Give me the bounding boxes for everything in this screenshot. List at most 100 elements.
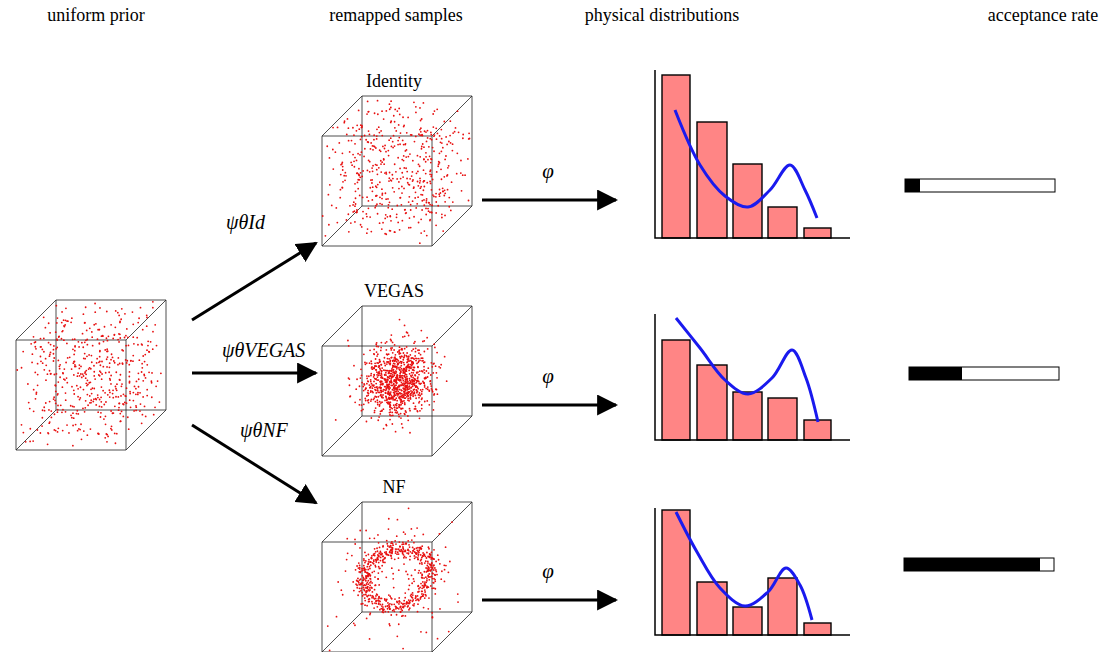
sample-dot bbox=[322, 215, 324, 217]
sample-dot bbox=[412, 160, 414, 162]
sample-dot bbox=[137, 372, 139, 374]
sample-dot bbox=[406, 366, 408, 368]
sample-dot bbox=[460, 160, 462, 162]
sample-dot bbox=[386, 361, 388, 363]
sample-dot bbox=[377, 419, 379, 421]
sample-dot bbox=[425, 161, 427, 163]
sample-dot bbox=[84, 322, 86, 324]
sample-dot bbox=[332, 168, 334, 170]
sample-dot bbox=[99, 399, 101, 401]
sample-dot bbox=[414, 379, 416, 381]
sample-dot bbox=[361, 404, 363, 406]
sample-cube bbox=[322, 306, 472, 456]
sample-dot bbox=[120, 374, 122, 376]
sample-dot bbox=[430, 132, 432, 134]
sample-dot bbox=[112, 397, 114, 399]
sample-dot bbox=[381, 188, 383, 190]
cube-edge bbox=[322, 456, 432, 457]
sample-dot bbox=[433, 150, 435, 152]
sample-dot bbox=[394, 406, 396, 408]
sample-dot bbox=[115, 386, 117, 388]
sample-dot bbox=[393, 404, 395, 406]
sample-dot bbox=[379, 413, 381, 415]
sample-dot bbox=[420, 354, 422, 356]
sample-dot bbox=[468, 200, 470, 202]
sample-dot bbox=[119, 320, 121, 322]
sample-dot bbox=[415, 348, 417, 350]
sample-dot bbox=[358, 404, 360, 406]
sample-dot bbox=[104, 326, 106, 328]
sample-dot bbox=[138, 378, 140, 380]
sample-dot bbox=[347, 127, 349, 129]
sample-dot bbox=[397, 393, 399, 395]
sample-dot bbox=[348, 378, 350, 380]
sample-dot bbox=[47, 373, 49, 375]
sample-dot bbox=[94, 303, 96, 305]
sample-dot bbox=[417, 388, 419, 390]
sample-dot bbox=[107, 350, 109, 352]
sample-dot bbox=[82, 407, 84, 409]
sample-dot bbox=[421, 397, 423, 399]
sample-dot bbox=[390, 397, 392, 399]
sample-dot bbox=[41, 417, 43, 419]
sample-cube bbox=[322, 96, 472, 246]
sample-dot bbox=[359, 195, 361, 197]
sample-dot bbox=[421, 146, 423, 148]
sample-dot bbox=[437, 205, 439, 207]
sample-dot bbox=[406, 178, 408, 180]
sample-dot bbox=[100, 412, 102, 414]
sample-dot bbox=[416, 390, 418, 392]
sample-dot bbox=[380, 160, 382, 162]
sample-dot bbox=[403, 144, 405, 146]
sample-dot bbox=[124, 402, 126, 404]
sample-dot bbox=[412, 369, 414, 371]
sample-dot bbox=[389, 370, 391, 372]
sample-dot bbox=[49, 355, 51, 357]
sample-dot bbox=[63, 339, 65, 341]
sample-dot bbox=[392, 374, 394, 376]
sample-dot bbox=[376, 379, 378, 381]
sample-dot bbox=[423, 158, 425, 160]
sample-dot bbox=[354, 401, 356, 403]
sample-dot bbox=[399, 395, 401, 397]
sample-dot bbox=[387, 370, 389, 372]
sample-dot bbox=[371, 199, 373, 201]
sample-dot bbox=[389, 364, 391, 366]
sample-dot bbox=[412, 361, 414, 363]
sample-dot bbox=[402, 336, 404, 338]
sample-dot bbox=[353, 134, 355, 136]
sample-dot bbox=[150, 380, 152, 382]
sample-dot bbox=[454, 131, 456, 133]
sample-dot bbox=[419, 156, 421, 158]
sample-dot bbox=[383, 361, 385, 363]
sample-dot bbox=[129, 399, 131, 401]
sample-dot bbox=[373, 367, 375, 369]
sample-dot bbox=[368, 207, 370, 209]
sample-dot bbox=[65, 362, 67, 364]
sample-dot bbox=[106, 351, 108, 353]
sample-dot bbox=[77, 413, 79, 415]
sample-dot bbox=[415, 389, 417, 391]
sample-dot bbox=[124, 313, 126, 315]
sample-dot bbox=[95, 398, 97, 400]
sample-dot bbox=[116, 433, 118, 435]
sample-dot bbox=[135, 388, 137, 390]
sample-dot bbox=[409, 383, 411, 385]
sample-dot bbox=[426, 337, 428, 339]
sample-dot bbox=[374, 207, 376, 209]
sample-dot bbox=[395, 379, 397, 381]
sample-dot bbox=[386, 425, 388, 427]
sample-dot bbox=[70, 321, 72, 323]
sample-dot bbox=[412, 377, 414, 379]
sample-dot bbox=[381, 228, 383, 230]
sample-dot bbox=[364, 389, 366, 391]
cube-edge bbox=[322, 206, 362, 246]
sample-dot bbox=[375, 396, 377, 398]
sample-dot bbox=[121, 411, 123, 413]
sample-dot bbox=[407, 395, 409, 397]
sample-dot bbox=[390, 391, 392, 393]
sample-dot bbox=[58, 365, 60, 367]
sample-dot bbox=[407, 382, 409, 384]
sample-dot bbox=[397, 362, 399, 364]
sample-dot bbox=[84, 372, 86, 374]
